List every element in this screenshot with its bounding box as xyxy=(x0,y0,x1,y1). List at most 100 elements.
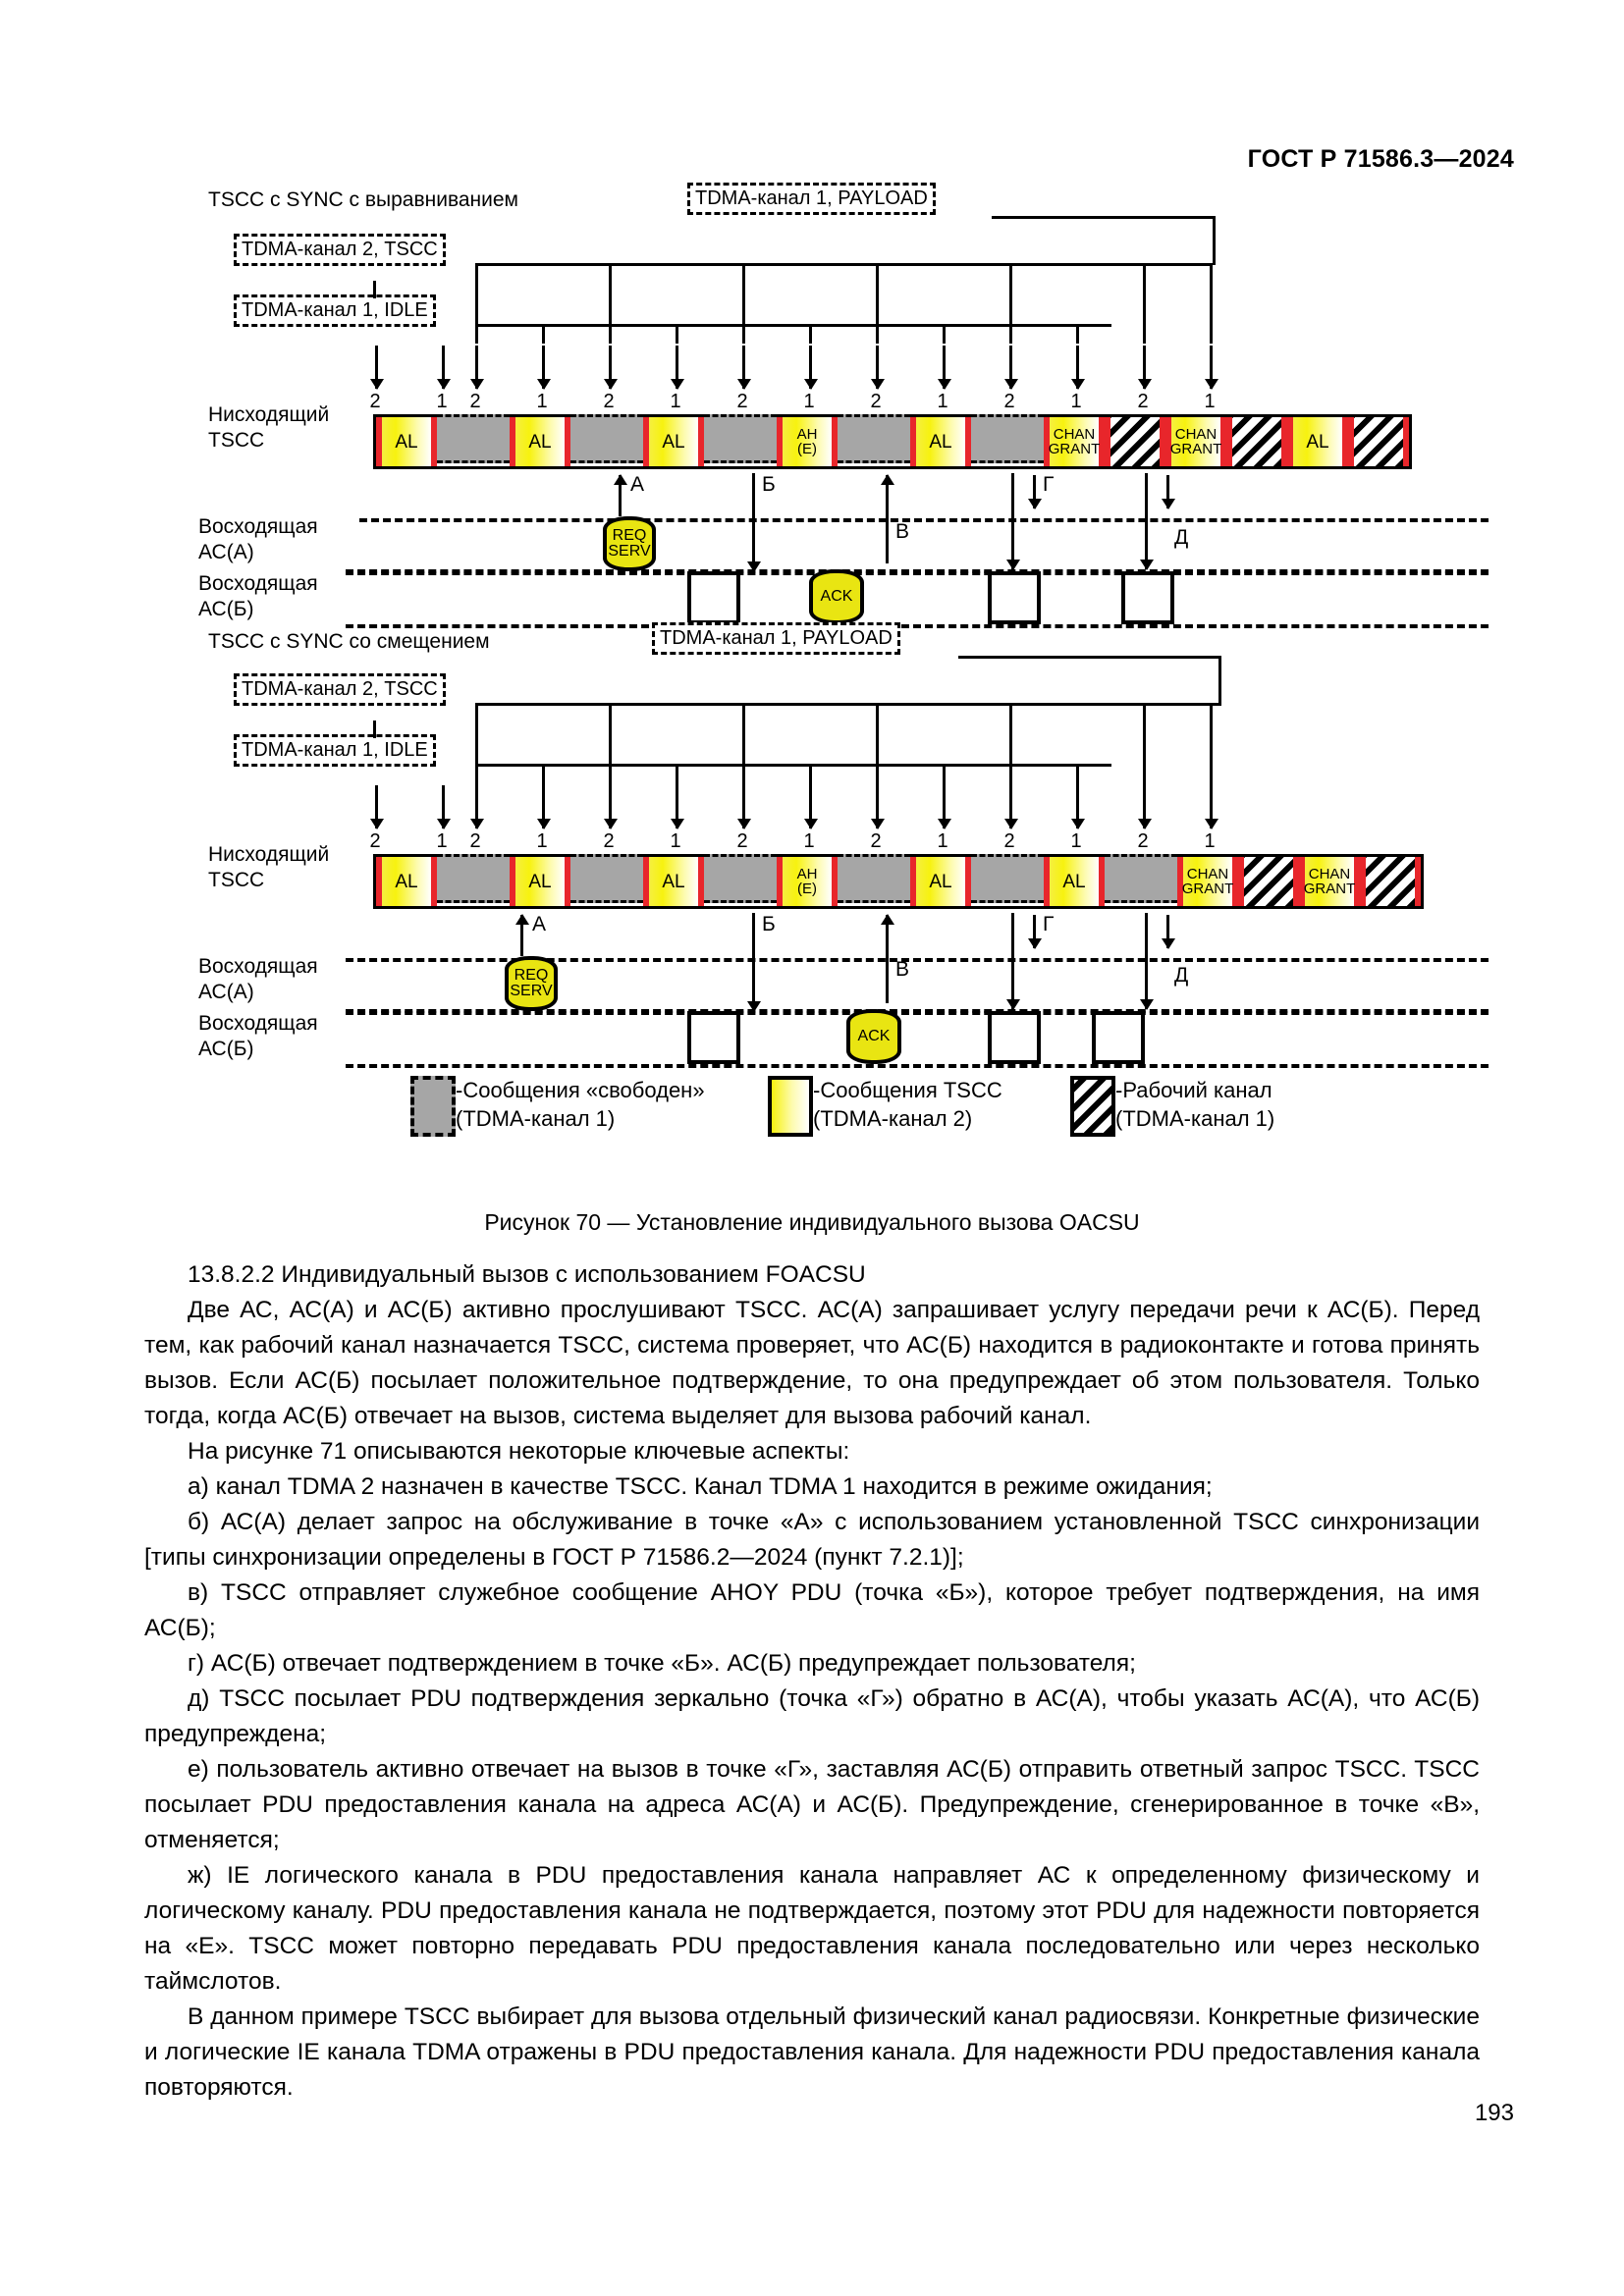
burst-slot-tscc-al[interactable]: AL xyxy=(643,417,704,466)
uplink-b-label-2-line1: Восходящая xyxy=(198,1012,318,1035)
uplink-b-row-label-2: Восходящая АС(Б) xyxy=(198,1011,318,1061)
burst-slot-tscc-al[interactable]: AL xyxy=(910,857,971,906)
point-label-v-2: В xyxy=(895,958,910,981)
slot-number: 1 xyxy=(1070,391,1082,412)
body-list-item-zh: ж) IE логического канала в PDU предостав… xyxy=(144,1862,1480,1995)
uplink-b-burst-box-2[interactable] xyxy=(1092,1011,1145,1064)
page-number: 193 xyxy=(1474,2100,1514,2126)
legend-item-idle: -Сообщения «свободен» (TDMA-канал 1) xyxy=(410,1076,705,1137)
drop-ch1-3 xyxy=(943,324,946,344)
uplink-b-burst-ack[interactable]: ACK xyxy=(809,569,864,624)
uplink-b-burst-box[interactable] xyxy=(1121,571,1174,624)
slot-number: 2 xyxy=(1003,830,1015,852)
burst-slot-idle[interactable] xyxy=(704,854,777,903)
slot-number: 2 xyxy=(736,391,748,412)
legend-item-work: -Рабочий канал (TDMA-канал 1) xyxy=(1070,1076,1274,1137)
burst-slot-idle[interactable] xyxy=(570,414,643,463)
arrow2-down-point-b xyxy=(752,915,755,1011)
burst-slot-work[interactable] xyxy=(1238,857,1299,906)
burst-slot-tscc-al[interactable]: AL xyxy=(643,857,704,906)
uplink-b-burst-box[interactable] xyxy=(988,571,1041,624)
arrow2-down-slot-8 xyxy=(876,785,879,828)
burst-slot-work[interactable] xyxy=(1360,857,1421,906)
body-list-item-d: д) TSCC посылает PDU подтверждения зерка… xyxy=(144,1685,1480,1747)
drop2-ch1-4 xyxy=(1076,764,1079,785)
burst-slot-idle[interactable] xyxy=(838,854,910,903)
arrow-down-slot-2 xyxy=(475,346,478,389)
burst-slot-tscc-al[interactable]: AL xyxy=(510,857,570,906)
drop2-ch1-2 xyxy=(809,764,812,785)
burst-slot-tscc-ah-(e)[interactable]: AH(E) xyxy=(777,857,838,906)
burst-slot-label: (E) xyxy=(797,881,817,897)
drop2-ch1-1 xyxy=(676,764,678,785)
burst-slot-label: AL xyxy=(662,431,685,453)
burst-slot-tscc-al[interactable]: AL xyxy=(376,417,437,466)
body-list-item-b: б) АС(А) делает запрос на обслуживание в… xyxy=(144,1509,1480,1571)
bus-payload-drop-2 xyxy=(1218,656,1221,705)
drop-ch2-1 xyxy=(609,263,612,344)
drop2-ch2-0 xyxy=(475,703,478,785)
arrow2-down-d-to-b xyxy=(1145,958,1148,1009)
slot-number: 1 xyxy=(1204,391,1216,412)
drop-ch2-4 xyxy=(1009,263,1012,344)
burst-slot-label: GRANT xyxy=(1181,881,1234,897)
burst-slot-label: AL xyxy=(1306,431,1329,453)
uplink-a-label-2-line1: Восходящая xyxy=(198,955,318,978)
bus-payload-2 xyxy=(958,656,1221,659)
marker-point-g xyxy=(1011,473,1014,518)
marker-point-d xyxy=(1145,473,1148,518)
diagram-1-title: TSCC с SYNC с выравниванием xyxy=(208,188,518,211)
uplink-b-rail-bottom xyxy=(346,624,1489,628)
burst-slot-label: AL xyxy=(929,431,952,453)
burst-slot-idle[interactable] xyxy=(570,854,643,903)
uplink-b-burst-box[interactable] xyxy=(687,571,740,624)
arrow2-down-slot-9 xyxy=(943,785,946,828)
arrow2-down-slot-7 xyxy=(809,785,812,828)
slot-number: 2 xyxy=(870,391,882,412)
diagram-2-tscc-box: TDMA-канал 2, TSCC xyxy=(234,673,446,706)
burst-slot-tscc-al[interactable]: AL xyxy=(1287,417,1348,466)
uplink-b-rail-top-2 xyxy=(346,1011,1489,1015)
marker2-point-g xyxy=(1011,913,1014,958)
burst-slot-tscc-al[interactable]: AL xyxy=(1044,857,1105,906)
arrow-down-slot-0 xyxy=(375,346,378,389)
burst-slot-tscc-al[interactable]: AL xyxy=(510,417,570,466)
burst-slot-tscc-al[interactable]: AL xyxy=(910,417,971,466)
slot-number: 1 xyxy=(670,830,681,852)
uplink-b-burst-ack-2[interactable]: ACK xyxy=(846,1009,901,1064)
uplink-b-burst-box-2[interactable] xyxy=(687,1011,740,1064)
burst-slot-idle[interactable] xyxy=(704,414,777,463)
drop-ch1-1 xyxy=(676,324,678,344)
slot-number: 2 xyxy=(469,391,481,412)
body-list-item-e: е) пользователь активно отвечает на вызо… xyxy=(144,1756,1480,1853)
burst-slot-idle[interactable] xyxy=(838,414,910,463)
arrow-down-slot-8 xyxy=(876,346,879,389)
diagram-1-idle-box: TDMA-канал 1, IDLE xyxy=(234,294,436,327)
drop2-ch1-0 xyxy=(542,764,545,785)
burst-slot-tscc-ah-(e)[interactable]: AH(E) xyxy=(777,417,838,466)
burst-slot-tscc-al[interactable]: AL xyxy=(376,857,437,906)
legend-tscc-line1: -Сообщения TSCC xyxy=(813,1078,1002,1102)
burst-slot-work[interactable] xyxy=(1105,417,1165,466)
burst-slot-idle[interactable] xyxy=(971,854,1044,903)
uplink-b-burst-box-2[interactable] xyxy=(988,1011,1041,1064)
burst-slot-idle[interactable] xyxy=(971,414,1044,463)
downlink-row-label-2-line1: Нисходящий xyxy=(208,843,330,866)
burst-slot-idle[interactable] xyxy=(437,414,510,463)
slot-number: 1 xyxy=(1070,830,1082,852)
uplink-a-label-line2: АС(А) xyxy=(198,540,254,563)
burst-slot-work[interactable] xyxy=(1348,417,1409,466)
burst-slot-idle[interactable] xyxy=(437,854,510,903)
legend-idle-line1: -Сообщения «свободен» xyxy=(456,1078,705,1102)
arrow2-down-slot-1 xyxy=(442,785,445,828)
burst-slot-work[interactable] xyxy=(1226,417,1287,466)
slot-number: 1 xyxy=(436,391,448,412)
burst-slot-idle[interactable] xyxy=(1105,854,1177,903)
